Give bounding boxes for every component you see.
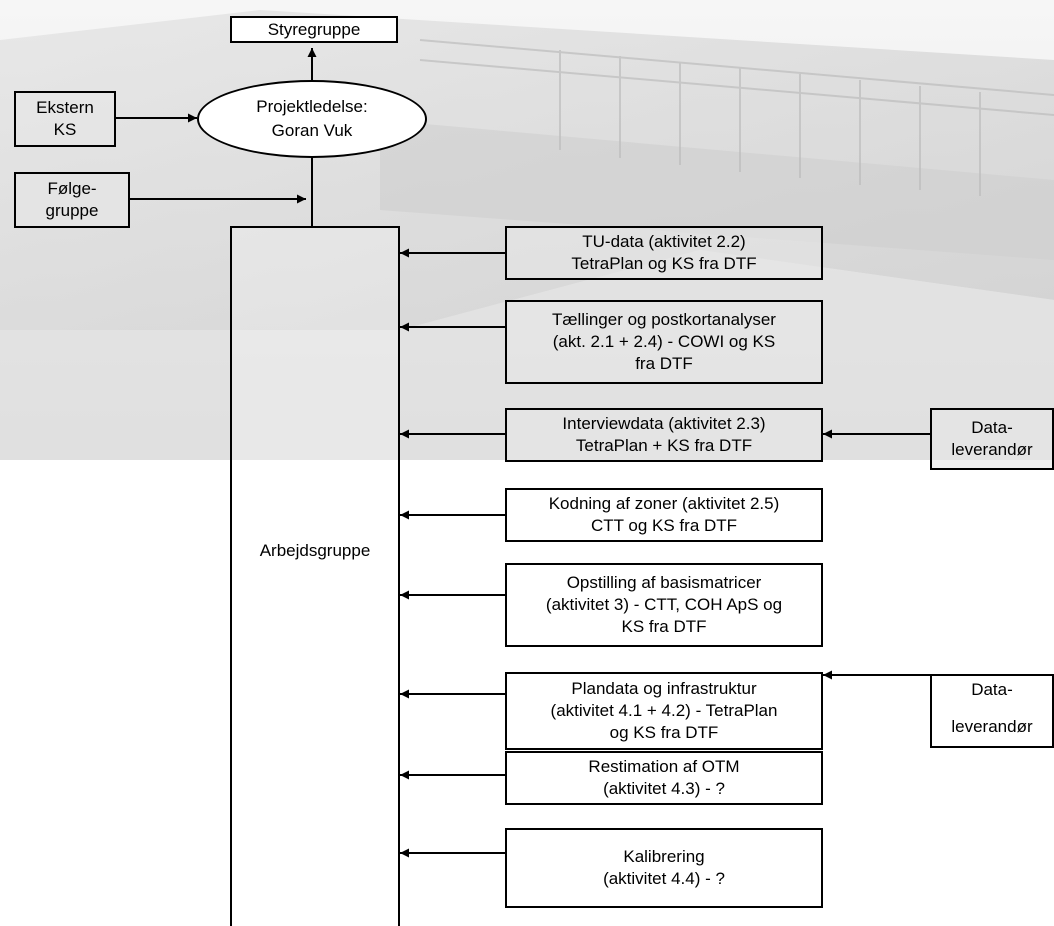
data-supplier-2-line2: leverandør (951, 717, 1033, 736)
activity-box-calibration: Kalibrering (aktivitet 4.4) - ? (505, 828, 823, 908)
work-group-label: Arbejdsgruppe (259, 541, 371, 560)
activity-box-plan-data: Plandata og infrastruktur (aktivitet 4.1… (505, 672, 823, 750)
data-supplier-box-1: Data- leverandør (930, 408, 1054, 470)
activity-box-tu-data: TU-data (aktivitet 2.2) TetraPlan og KS … (505, 226, 823, 280)
work-group-box (230, 226, 400, 926)
activity-box-interview-data: Interviewdata (aktivitet 2.3) TetraPlan … (505, 408, 823, 462)
steering-group-box: Styregruppe (230, 16, 398, 43)
activity-box-otm-estimation: Restimation af OTM (aktivitet 4.3) - ? (505, 751, 823, 805)
reference-group-box: Følge- gruppe (14, 172, 130, 228)
external-qa-box: Ekstern KS (14, 91, 116, 147)
data-supplier-2-line1: Data- (971, 680, 1013, 699)
activity-box-zone-coding: Kodning af zoner (aktivitet 2.5) CTT og … (505, 488, 823, 542)
project-management-node: Projektledelse: Goran Vuk (197, 80, 427, 158)
activity-box-base-matrices: Opstilling af basismatricer (aktivitet 3… (505, 563, 823, 647)
activity-box-counts: Tællinger og postkortanalyser (akt. 2.1 … (505, 300, 823, 384)
data-supplier-box-2 (930, 674, 1054, 748)
